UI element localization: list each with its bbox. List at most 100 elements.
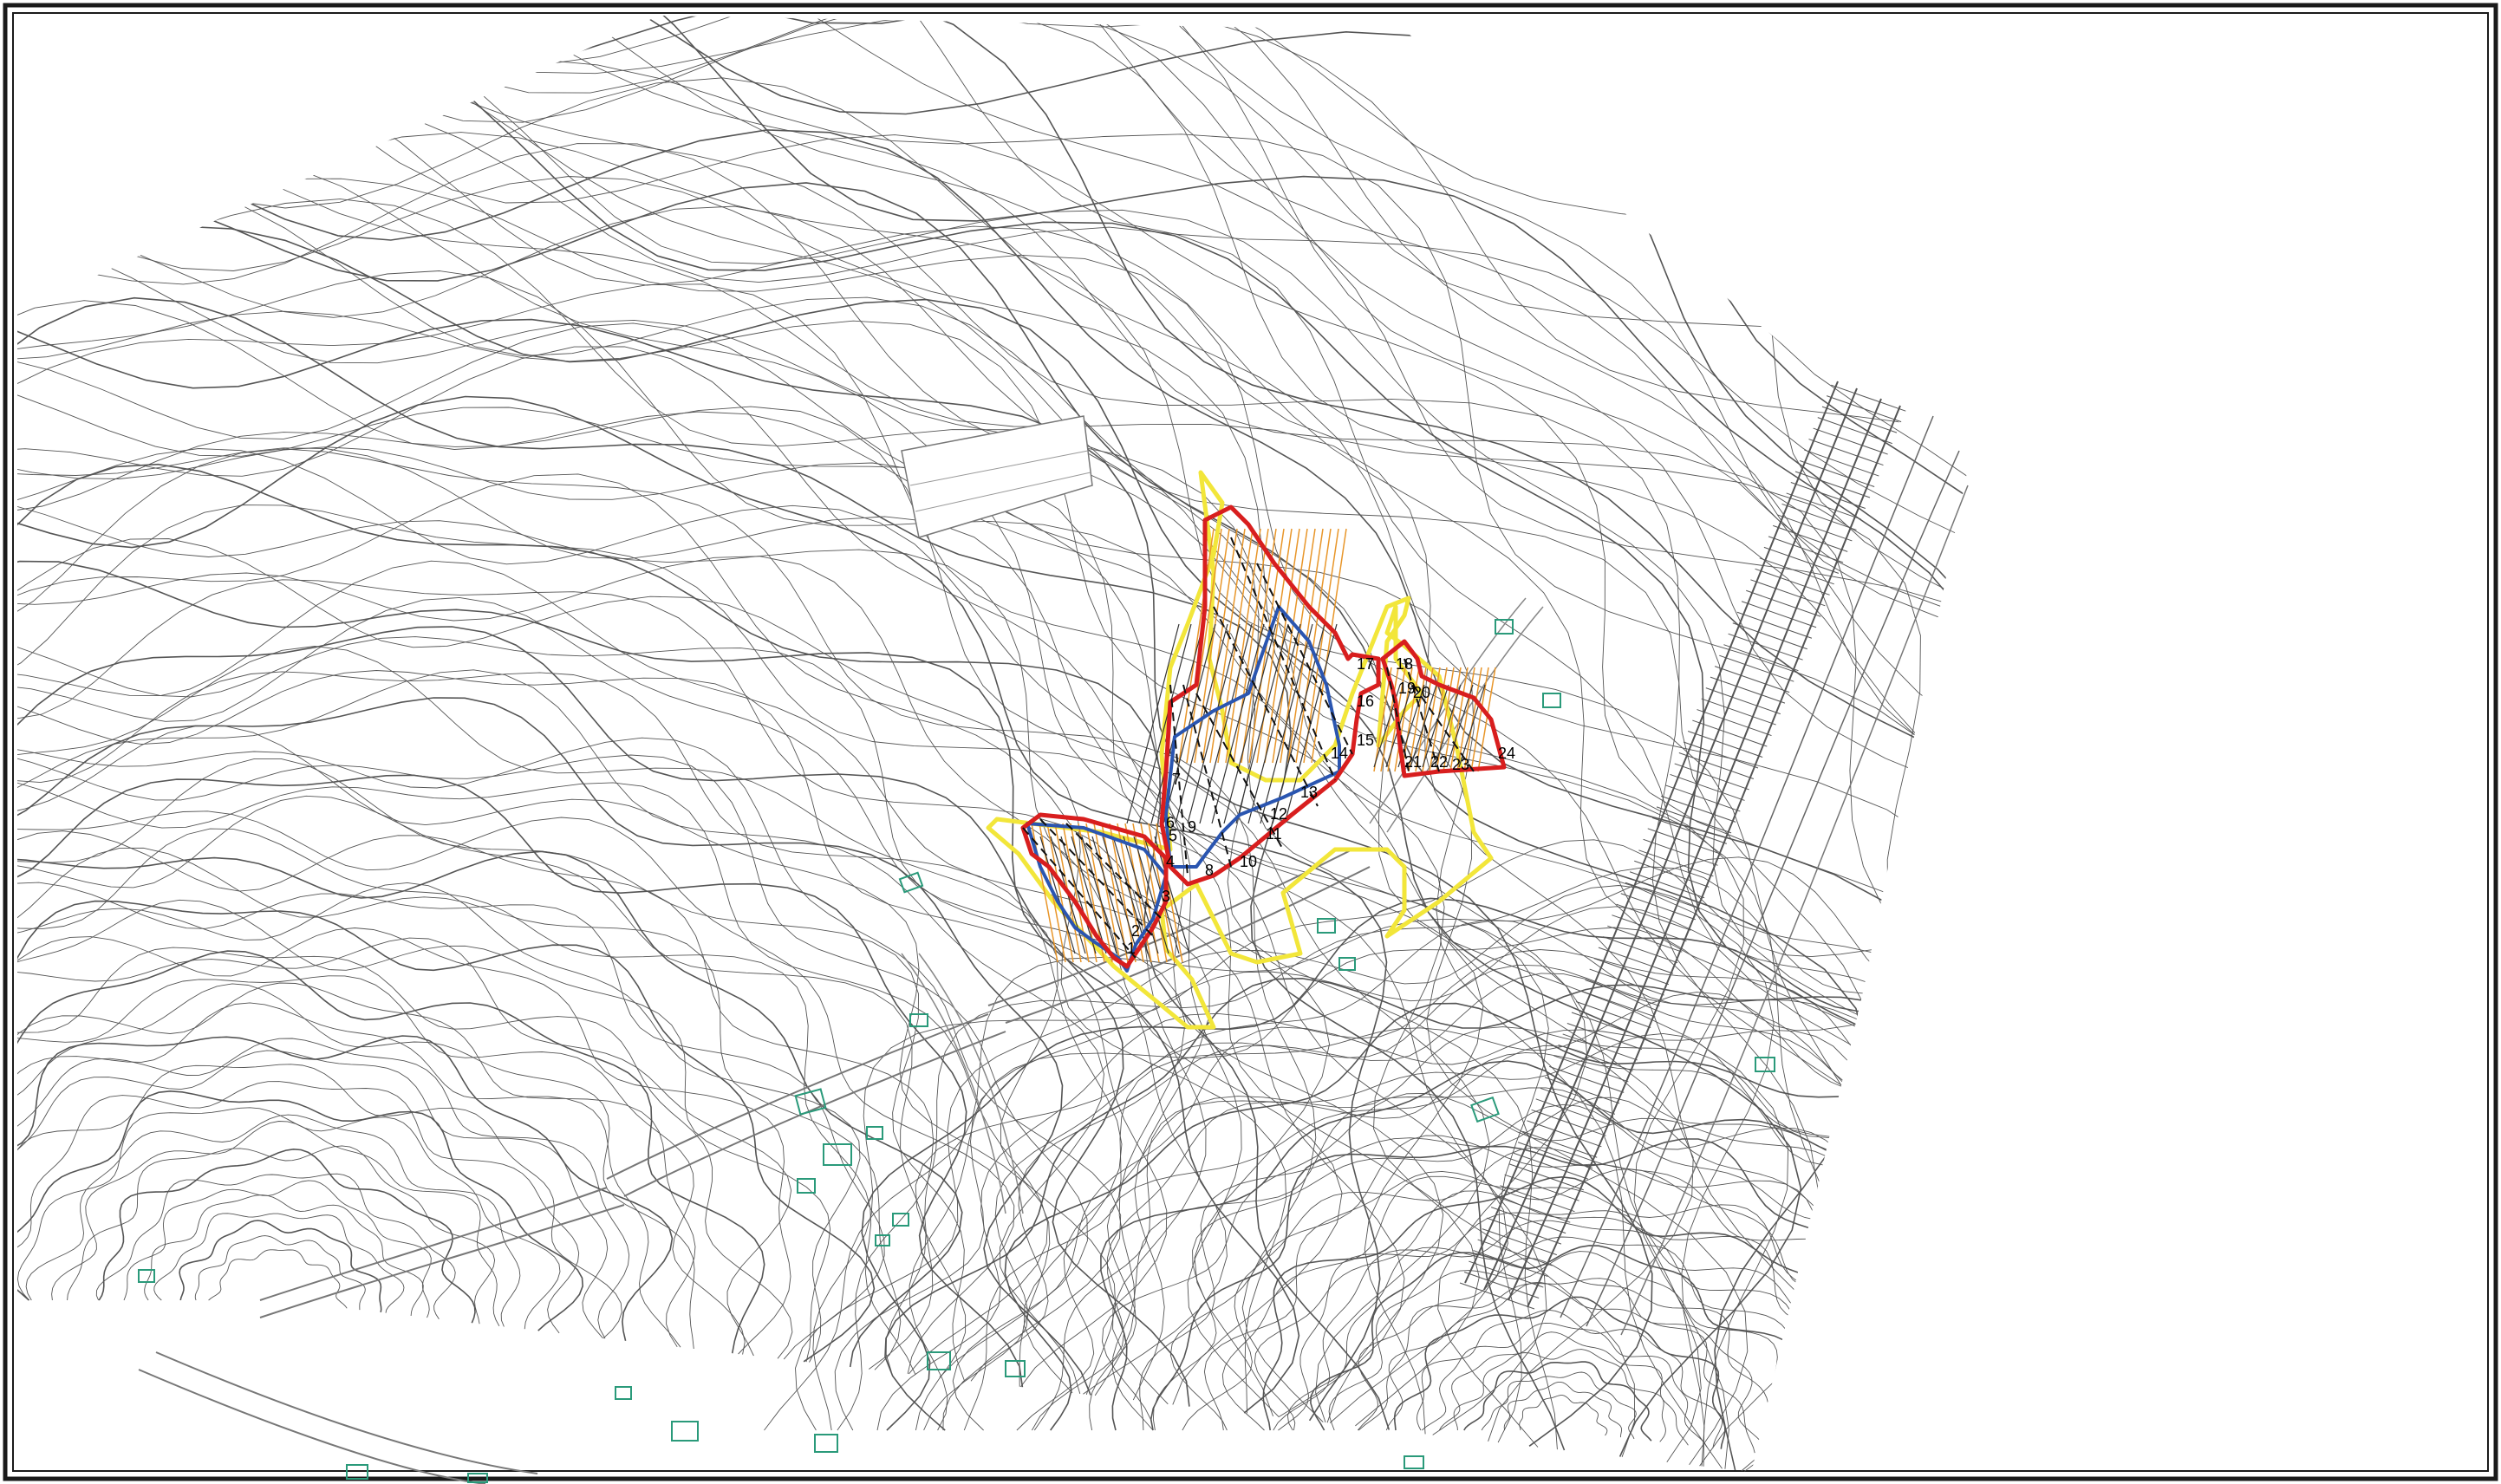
- building-icon: [866, 1126, 883, 1140]
- contour-line: [17, 71, 1968, 1474]
- contour-line: [153, 1213, 405, 1313]
- railway-tie: [1580, 990, 1656, 1018]
- railway-tie: [1495, 1195, 1571, 1223]
- contour-line: [1016, 1026, 1968, 1474]
- contour-line: [17, 16, 1968, 1474]
- contour-line: [17, 101, 1905, 1474]
- section-line: [1065, 823, 1163, 920]
- contour-line: [17, 283, 1588, 1448]
- railway-tie: [1794, 471, 1871, 498]
- contour-line: [1139, 1097, 1968, 1474]
- building-icon: [346, 1464, 368, 1480]
- yellow-boundary: [986, 470, 1494, 1030]
- contour-line: [764, 856, 1968, 1474]
- railway-tie: [1759, 557, 1834, 585]
- contour-line: [17, 626, 1190, 1407]
- red-boundary-main: [1159, 504, 1381, 887]
- railway-tie: [1741, 601, 1817, 628]
- section-line: [1230, 537, 1336, 781]
- railway-tie: [1553, 1055, 1629, 1083]
- section-label-11: 11: [1266, 825, 1282, 843]
- contour-line: [1111, 1087, 1968, 1474]
- contour-line: [123, 1180, 432, 1318]
- contour-line: [17, 899, 831, 1363]
- contour-line: [208, 1249, 348, 1309]
- building-icon: [875, 1234, 890, 1246]
- section-line: [1169, 684, 1189, 876]
- section-line: [1213, 606, 1319, 807]
- contour-line: [17, 1064, 622, 1339]
- section-label-18: 18: [1396, 655, 1413, 673]
- contour-line: [1004, 1002, 1968, 1474]
- railway-tie: [1634, 860, 1710, 888]
- railway-tie: [1831, 384, 1906, 412]
- contour-line: [17, 406, 1490, 1423]
- contour-line: [915, 919, 1968, 1474]
- railway-tie: [1773, 524, 1848, 552]
- railway-tie: [1585, 980, 1660, 1007]
- contour-line: [17, 671, 1123, 1394]
- contour-line: [25, 1114, 521, 1327]
- railway-tie: [1719, 654, 1794, 682]
- contour-line: [17, 16, 1968, 1474]
- contour-line: [1182, 1147, 1943, 1474]
- railway-tie: [1647, 828, 1723, 856]
- contour-line: [17, 1107, 561, 1330]
- railway-tie: [1544, 1077, 1620, 1104]
- contour-line: [884, 977, 1968, 1474]
- building-icon: [671, 1421, 699, 1442]
- railway-tie: [1463, 1272, 1540, 1298]
- building-icon: [1542, 693, 1561, 708]
- section-label-1: 1: [1127, 940, 1136, 957]
- contour-line: [95, 1173, 456, 1319]
- railway-tie: [1665, 784, 1741, 812]
- contour-line: [98, 1148, 476, 1324]
- railway-tie: [1736, 611, 1813, 639]
- railway-tie: [1705, 687, 1781, 715]
- section-line: [1404, 658, 1440, 772]
- railway-tie: [1522, 1130, 1598, 1158]
- railway-tie: [1593, 958, 1669, 986]
- railway-tie: [1459, 1282, 1535, 1310]
- railway-tie: [1531, 1109, 1606, 1136]
- contour-line: [17, 16, 1968, 1474]
- contour-line: [17, 270, 1636, 1457]
- railway-tie: [1625, 882, 1701, 909]
- railway-tie: [1558, 1044, 1633, 1071]
- contour-line: [17, 725, 1051, 1387]
- section-label-21: 21: [1404, 753, 1422, 771]
- contour-line: [17, 1050, 609, 1339]
- section-label-4: 4: [1166, 853, 1175, 870]
- contour-line: [17, 16, 1968, 1474]
- railway-tie: [1723, 644, 1799, 672]
- contour-line: [17, 928, 791, 1355]
- railway-tie: [1575, 1001, 1651, 1028]
- contour-line: [1032, 1051, 1968, 1474]
- contour-line: [17, 538, 1287, 1414]
- contour-line: [1033, 1032, 1968, 1474]
- contour-line: [17, 504, 1280, 1418]
- contour-line: [17, 847, 902, 1370]
- railway-tie: [1562, 1033, 1638, 1061]
- section-label-12: 12: [1270, 805, 1287, 823]
- railway-tie: [1540, 1087, 1616, 1115]
- section-label-10: 10: [1240, 853, 1257, 870]
- building-icon: [1470, 1096, 1500, 1123]
- railway-tie: [1616, 903, 1691, 931]
- orange-hatch: [1031, 528, 1496, 963]
- contour-line: [17, 697, 1091, 1396]
- section-lines: [1022, 537, 1475, 959]
- contour-line: [17, 1038, 630, 1339]
- railway-tie: [1768, 536, 1844, 563]
- contour-line: [17, 882, 885, 1360]
- section-label-23: 23: [1452, 756, 1469, 773]
- railway-tie: [1607, 925, 1683, 953]
- contour-line: [17, 16, 1968, 1474]
- building-icon: [138, 1269, 155, 1283]
- contour-line: [17, 1090, 584, 1331]
- contour-line: [17, 199, 1749, 1466]
- contour-line: [17, 828, 916, 1375]
